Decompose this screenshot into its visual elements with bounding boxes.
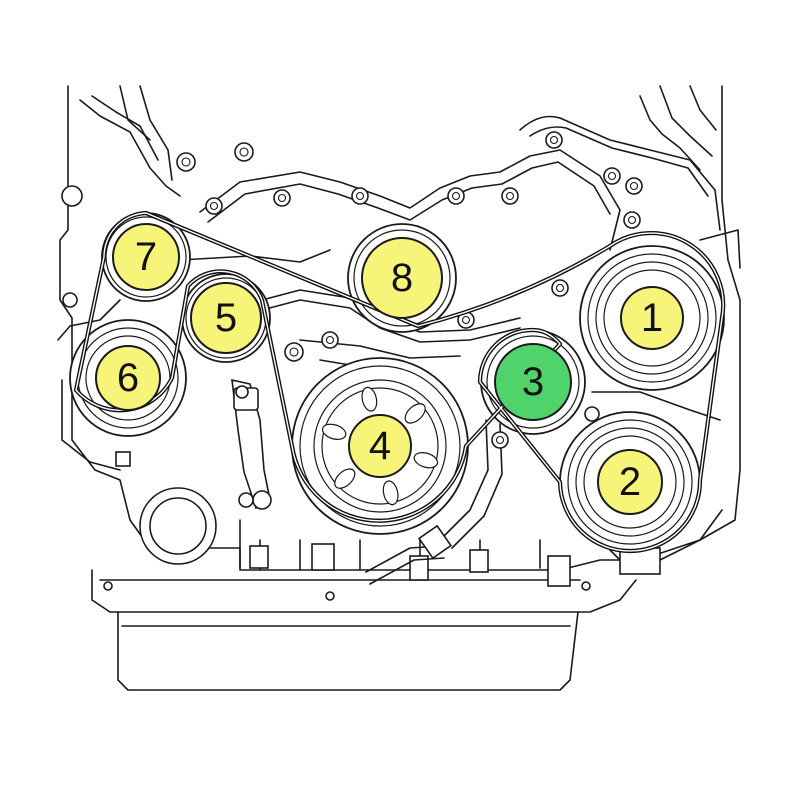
crank-pulley-slot [404, 403, 426, 424]
pulley-1-label: 1 [641, 296, 663, 340]
pulley-2-body-ring [575, 427, 685, 537]
pulley-2-highlight [597, 449, 663, 515]
pulley-8-body-ring [353, 229, 451, 327]
pulley-1-body-ring [595, 261, 709, 375]
pulley-6-highlight [95, 345, 161, 411]
pulley-labels: 1 2 3 4 5 6 7 8 [95, 223, 684, 515]
pulley-1-body-ring [587, 253, 717, 383]
pulley-8-label: 8 [391, 256, 413, 300]
engine-block-outline [57, 85, 741, 691]
pulley-5-highlight [190, 282, 262, 354]
pulley-4-body-ring [299, 365, 461, 527]
pulley-4-body-ring [313, 379, 447, 513]
serpentine-belt [73, 210, 726, 554]
crank-pulley-slot [382, 480, 399, 506]
pulley-3-label: 3 [522, 360, 544, 404]
pulley-4-label: 4 [369, 424, 391, 468]
pulley-2-body-ring [567, 419, 693, 545]
crank-pulley-spokes [321, 386, 439, 506]
pulley-7-highlight [112, 223, 180, 291]
pulley-8-highlight [361, 237, 443, 319]
pulley-5-label: 5 [215, 296, 237, 340]
pulley-7-label: 7 [135, 235, 157, 279]
crank-pulley-slot [413, 452, 439, 469]
crank-pulley-slot [334, 468, 356, 489]
pulley-4-body-ring [321, 387, 439, 505]
pulley-2-body-ring [583, 435, 677, 529]
pulley-3-body-ring [486, 335, 580, 429]
pulley-4-highlight [348, 414, 412, 478]
pulley-2-label: 2 [619, 460, 641, 504]
pulley-3-highlight [494, 343, 572, 421]
crank-pulley-slot [361, 386, 378, 412]
pulley-1-body-ring [603, 269, 701, 367]
pulley-1-highlight [620, 286, 684, 350]
crank-pulley-slot [321, 423, 347, 440]
pulley-6-label: 6 [117, 356, 139, 400]
